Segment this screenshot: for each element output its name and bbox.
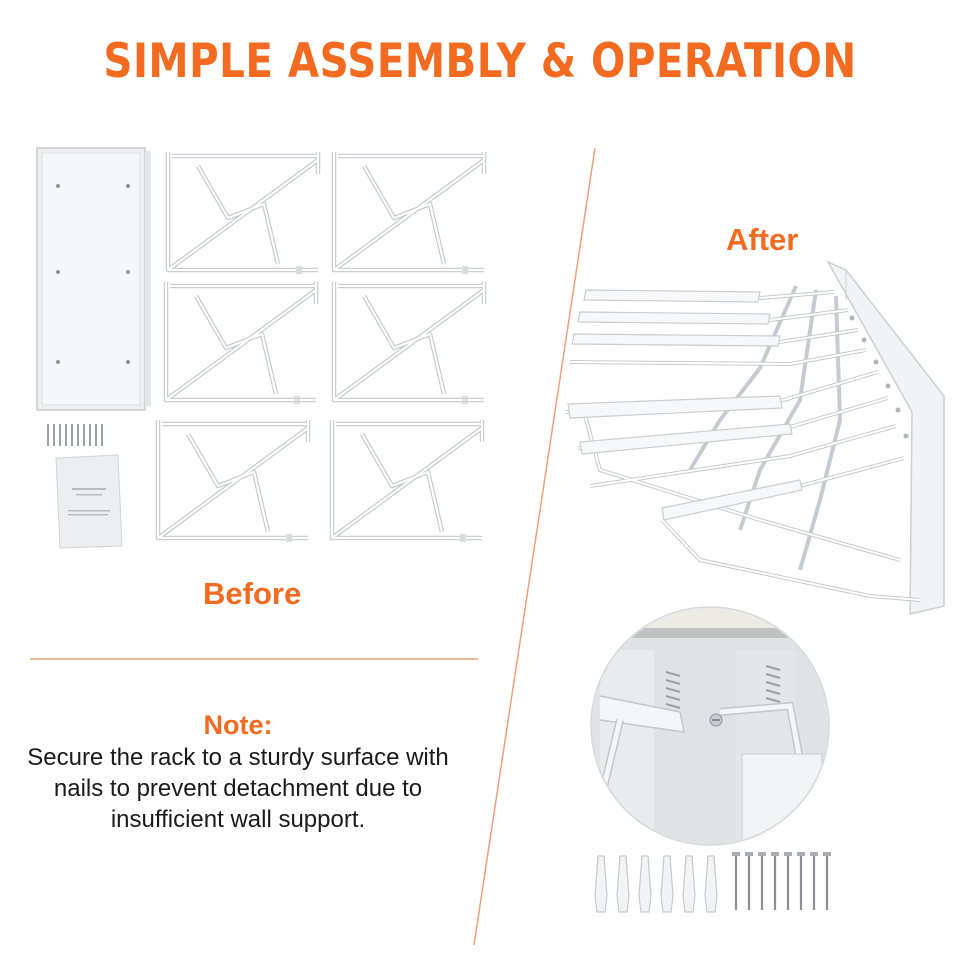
note-heading: Note: xyxy=(203,710,273,740)
note-body: Secure the rack to a sturdy surface with… xyxy=(27,744,449,833)
screws-icon xyxy=(47,424,103,446)
before-label: Before xyxy=(203,576,302,611)
page-title: SIMPLE ASSEMBLY & OPERATION xyxy=(103,34,857,89)
after-label: After xyxy=(726,222,799,257)
wall-anchors-icon xyxy=(594,855,718,913)
screws-icon xyxy=(734,856,829,910)
